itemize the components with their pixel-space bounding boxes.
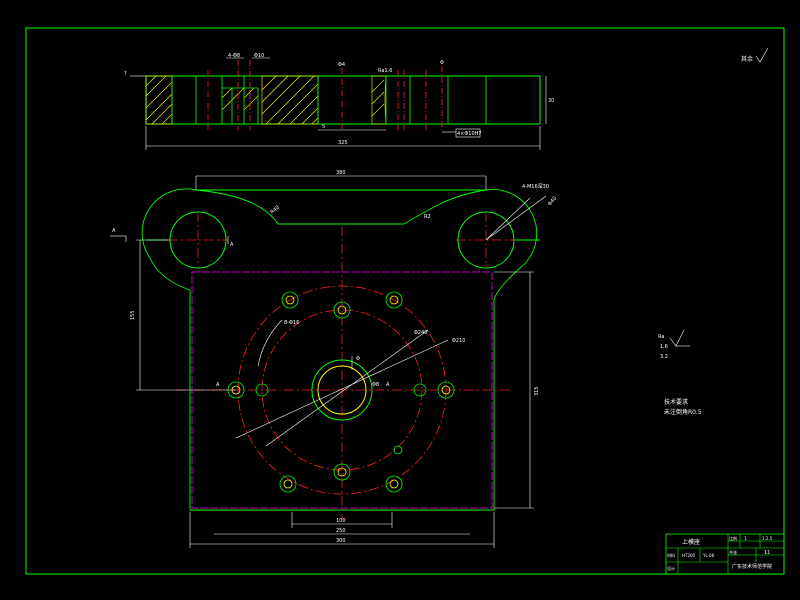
corner-roughness: 其余	[741, 47, 769, 63]
top-section-view: ?	[124, 53, 554, 150]
center-bore-inner	[317, 365, 367, 415]
dim-front-top: 380	[336, 170, 346, 176]
drawing-frame	[25, 27, 785, 575]
label-left-a: A	[216, 382, 220, 388]
dim-bottom: 325	[338, 140, 348, 146]
section-mark-left-2: A	[230, 242, 234, 248]
mold-base-outline	[141, 188, 538, 511]
school: 广东技术师范学院	[732, 563, 772, 570]
tech-req-title: 技术要求	[664, 398, 688, 406]
dim-left: 155	[130, 310, 136, 320]
designer-label: 设计	[667, 565, 675, 571]
dim-top-1: 4-Φ8	[228, 53, 240, 59]
pin-circle	[261, 309, 423, 471]
code: YL-06	[702, 553, 715, 558]
tech-req-line: 未注倒角R0.5	[664, 408, 702, 416]
sheet-label: 共张	[729, 549, 737, 555]
dim-outer-circle: Φ240	[414, 330, 427, 336]
roughness-note-top: Ra1.6	[378, 68, 392, 74]
circle-right-dim: Φ40	[547, 196, 558, 208]
ratio: 1:2.5	[762, 536, 773, 541]
corner-roughness-label: 其余	[741, 55, 753, 63]
roughness-symbol: Ra	[658, 334, 664, 340]
notes: Ra 1.6 3.2 技术要求 未注倒角R0.5	[658, 329, 702, 416]
bolt-circle	[237, 285, 447, 495]
dim-top-2: Φ10	[254, 53, 264, 59]
dim-small-arc: 8-Φ16	[284, 320, 299, 326]
dim-hole-circle: Φ210	[452, 338, 465, 344]
ratio-label: 比例	[729, 535, 737, 541]
dim-pcd-small: Φ8	[372, 382, 379, 388]
qty: 1	[744, 536, 747, 541]
dim-bottom-outer: 300	[336, 538, 346, 544]
dim-bottom-small: 5	[322, 124, 325, 130]
dim-bottom-inner: 100	[336, 518, 346, 524]
title-block: 上模座 材料 HT200 YL-06 设计 比例 1 1:2.5 共张 11 广…	[665, 533, 785, 575]
material: HT200	[682, 553, 696, 558]
radius-left: R40	[269, 205, 280, 216]
roughness-value-2: 3.2	[660, 354, 668, 360]
roughness-value-1: 1.6	[660, 344, 668, 350]
dim-center-circle: Φ	[356, 356, 360, 362]
dim-right: 30	[548, 98, 554, 104]
fillet-right-top: 4-M16深30	[522, 183, 549, 190]
top-view-label-left: ?	[124, 71, 127, 77]
radius-right: R2	[424, 214, 431, 220]
part-name: 上模座	[682, 538, 700, 546]
sheet-count: 11	[764, 550, 770, 556]
dim-top-3: Φ4	[338, 62, 345, 68]
dim-bottom-mid: 250	[336, 528, 346, 534]
material-label: 材料	[667, 552, 675, 558]
callout-box: 4×Φ10H7	[457, 131, 482, 137]
section-mark-left: A	[112, 228, 116, 234]
front-view: 380 R40 R2 4-M16深30 Φ40 A A 155 Φ Φ210 Φ…	[110, 170, 558, 548]
label-center-a: A	[386, 382, 390, 388]
dim-top-4: Φ	[440, 60, 444, 66]
center-bore-outer	[311, 359, 373, 421]
dim-right-height: 315	[534, 386, 540, 396]
